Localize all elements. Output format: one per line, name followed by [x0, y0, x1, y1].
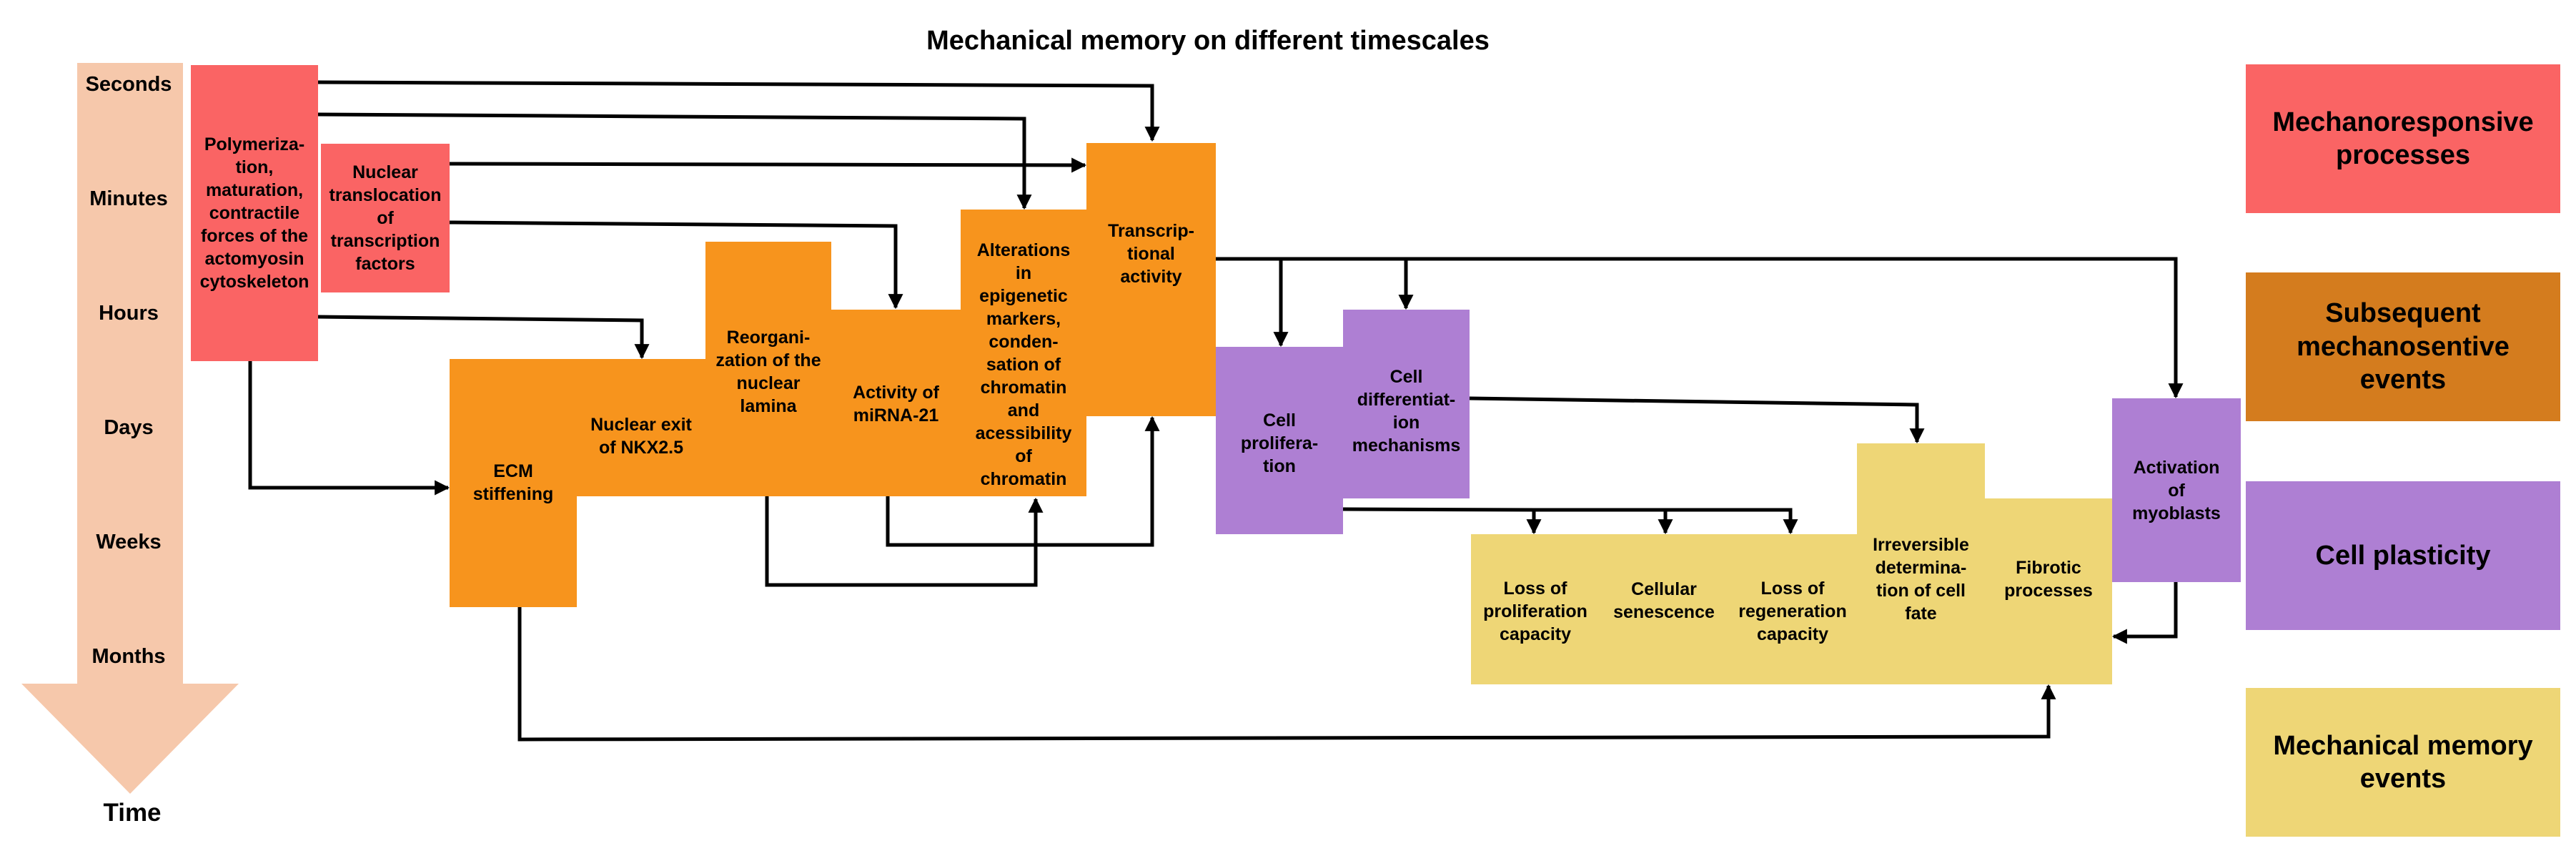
time-label-seconds: Seconds	[85, 73, 172, 96]
arrow-myoblasts-fibrotic	[2111, 582, 2178, 644]
node-loss-regeneration: Loss of regeneration capacity	[1738, 579, 1847, 644]
arrow-proliferation-senescence	[1534, 508, 1673, 535]
legend-mechanoresponsive: Mechanoresponsive processes	[2246, 64, 2560, 213]
time-label-minutes: Minutes	[89, 187, 168, 210]
node-cellular-senescence: Cellular senescence	[1613, 579, 1715, 622]
node-loss-proliferation: Loss of proliferation capacity	[1483, 579, 1587, 644]
node-myoblasts: Activation of myoblasts	[2112, 398, 2241, 582]
time-label-hours: Hours	[99, 302, 159, 325]
arrow-actomyosin-ecm	[248, 361, 450, 496]
legend-memory-events: Mechanical memory events	[2246, 688, 2560, 837]
arrow-proliferation-loss-regeneration	[1665, 508, 1798, 535]
time-arrow	[21, 63, 239, 794]
node-transcriptional-activity: Transcrip- tional activity	[1108, 221, 1194, 287]
arrow-lamina-epigenetic	[765, 496, 1044, 587]
time-label-days: Days	[104, 416, 154, 439]
arrow-actomyosin-nkx	[317, 315, 650, 360]
legend-cell-plasticity: Cell plasticity	[2246, 481, 2560, 630]
node-irreversible-fate: Irreversible determina- tion of cell fat…	[1873, 535, 1969, 624]
legend-mechanosensitive: Subsequent mechanosentive events	[2246, 272, 2560, 421]
node-epigenetic: Alterations in epigenetic markers, conde…	[975, 240, 1072, 489]
time-label-weeks: Weeks	[96, 531, 162, 553]
node-ecm-stiffening: ECM stiffening	[472, 461, 554, 504]
arrow-proliferation-loss-proliferation	[1342, 507, 1542, 535]
time-axis-label: Time	[103, 799, 162, 827]
node-nuclear-lamina: Reorgani- zation of the nuclear lamina	[715, 328, 821, 416]
node-nkx25: Nuclear exit of NKX2.5	[590, 415, 692, 458]
node-actomyosin: Polymeriza- tion, maturation, contractil…	[191, 65, 318, 361]
time-label-months: Months	[91, 645, 166, 668]
diagram-title: Mechanical memory on different timescale…	[926, 26, 1490, 56]
arrow-mirna-transcription	[886, 415, 1160, 547]
node-nuclear-translocation: Nuclear translocation of transcription f…	[321, 144, 450, 292]
arrow-translocation-transcription	[449, 157, 1087, 173]
node-mirna21: Activity of miRNA-21	[853, 383, 939, 425]
node-cell-differentiation: Cell differentiat- ion mechanisms	[1352, 367, 1461, 456]
arrow-translocation-mirna	[449, 220, 903, 310]
node-cell-proliferation: Cell prolifera- tion	[1240, 410, 1319, 476]
node-fibrotic-processes: Fibrotic processes	[2004, 558, 2093, 601]
arrow-ecm-fibrotic	[517, 607, 2056, 742]
arrow-differentiation-irreversible	[1469, 396, 1925, 444]
arrow-transcription-myoblasts	[1216, 257, 2184, 399]
arrow-actomyosin-epigenetic	[317, 112, 1032, 210]
arrow-actomyosin-transcription	[317, 80, 1160, 142]
